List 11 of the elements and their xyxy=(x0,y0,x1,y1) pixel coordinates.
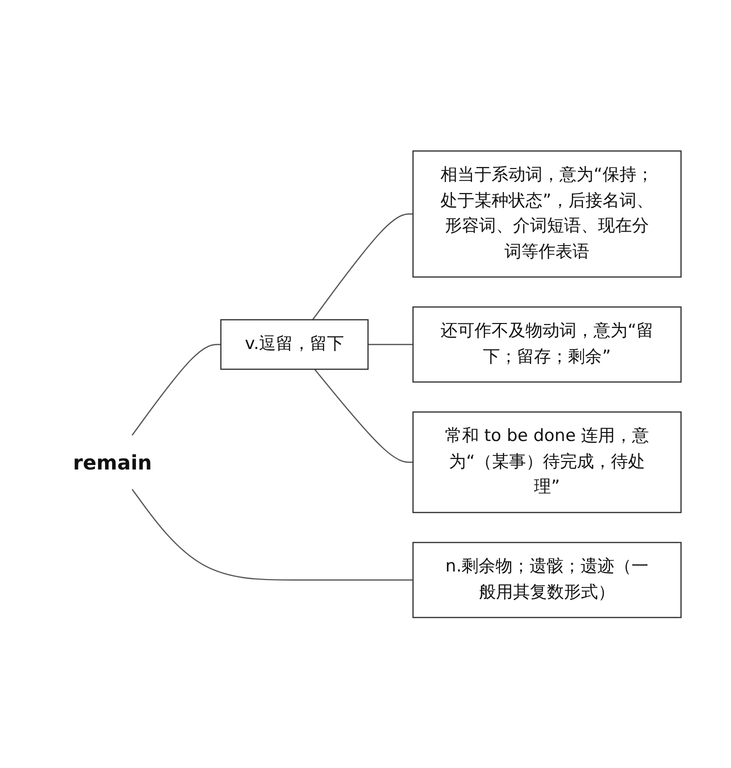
node-box: n.剩余物；遗骸；遗迹（一般用其复数形式） xyxy=(412,542,682,618)
node-box: v.逗留，留下 xyxy=(220,318,370,370)
connector xyxy=(368,344,414,345)
node-box: 还可作不及物动词，意为“留下；留存；剩余” xyxy=(412,306,682,382)
node-box: 相当于系动词，意为“保持；处于某种状态”，后接名词、形容词、介词短语、现在分词等作表语 xyxy=(412,150,682,278)
connector xyxy=(132,344,222,436)
connector xyxy=(312,213,414,320)
node-text: remain xyxy=(73,450,152,474)
connector xyxy=(314,368,414,463)
node-box: 常和 to be done 连用，意为“（某事）待完成，待处理” xyxy=(412,411,682,513)
connector xyxy=(132,488,414,580)
